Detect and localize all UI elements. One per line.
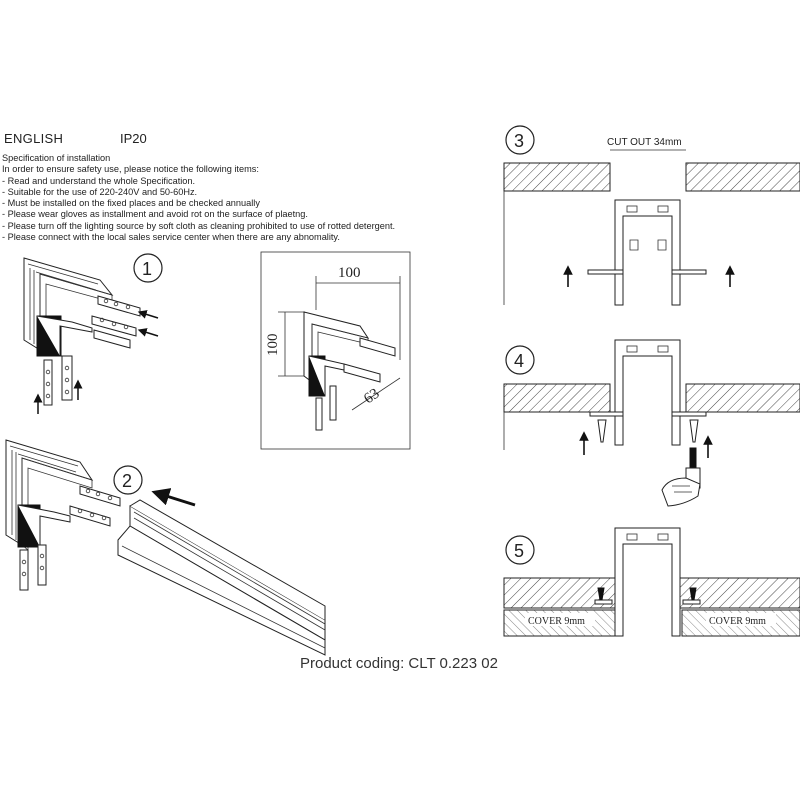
spec-line: - Please turn off the lighting source by… [2,220,396,231]
screw-icon [689,587,697,601]
track-profile [614,199,681,306]
step1-figure: 1 [23,253,163,414]
ceiling-left [503,162,611,192]
step1-number: 1 [142,259,152,279]
language-heading: ENGLISH [4,131,64,146]
step5-circle [505,535,535,565]
screw-icon [689,419,699,443]
step2-figure: 2 [5,439,326,656]
ceiling-right [685,383,800,413]
cover-label-right: COVER 9mm [709,616,766,627]
spec-line: - Must be installed on the fixed places … [2,198,260,209]
step5-figure: 5 COVER 9mm COVER 9mm [503,527,800,637]
step3-number: 3 [514,131,524,151]
ip-rating: IP20 [120,131,147,146]
screwdriver-hand-icon [661,447,701,507]
step4-figure: 4 [503,339,800,507]
step2-circle [113,465,143,495]
screw-icon [597,587,605,601]
step5-number: 5 [514,541,524,561]
product-coding: Product coding: CLT 0.223 02 [300,655,498,672]
step3-figure: 3 CUT OUT 34mm [503,125,800,306]
track-profile [614,339,681,446]
spec-line: - Please connect with the local sales se… [2,232,340,243]
cutout-label: CUT OUT 34mm [607,137,682,148]
step2-number: 2 [122,471,132,491]
dimension-depth: 63 [361,386,382,408]
ceiling-left [503,383,611,413]
spec-title: Specification of installation [2,153,111,163]
specification-block: Specification of installation In order t… [2,153,432,243]
spec-line: - Read and understand the whole Specific… [2,175,196,186]
step4-number: 4 [514,351,524,371]
dimension-frame [260,251,411,450]
screw-icon [597,419,607,443]
dimension-height: 100 [265,334,281,357]
spec-line: - Suitable for the use of 220-240V and 5… [2,186,198,197]
dimension-figure: 100 100 63 [260,251,411,450]
step3-circle [505,125,535,155]
cover-label-left: COVER 9mm [528,616,585,627]
spec-line: In order to ensure safety use, please no… [2,164,259,175]
ceiling-right [685,162,800,192]
track-profile [614,527,681,637]
connector-plate [97,295,141,317]
step1-circle [133,253,163,283]
spec-line: - Please wear gloves as installment and … [2,209,308,220]
dimension-width: 100 [338,265,361,281]
step4-circle [505,345,535,375]
